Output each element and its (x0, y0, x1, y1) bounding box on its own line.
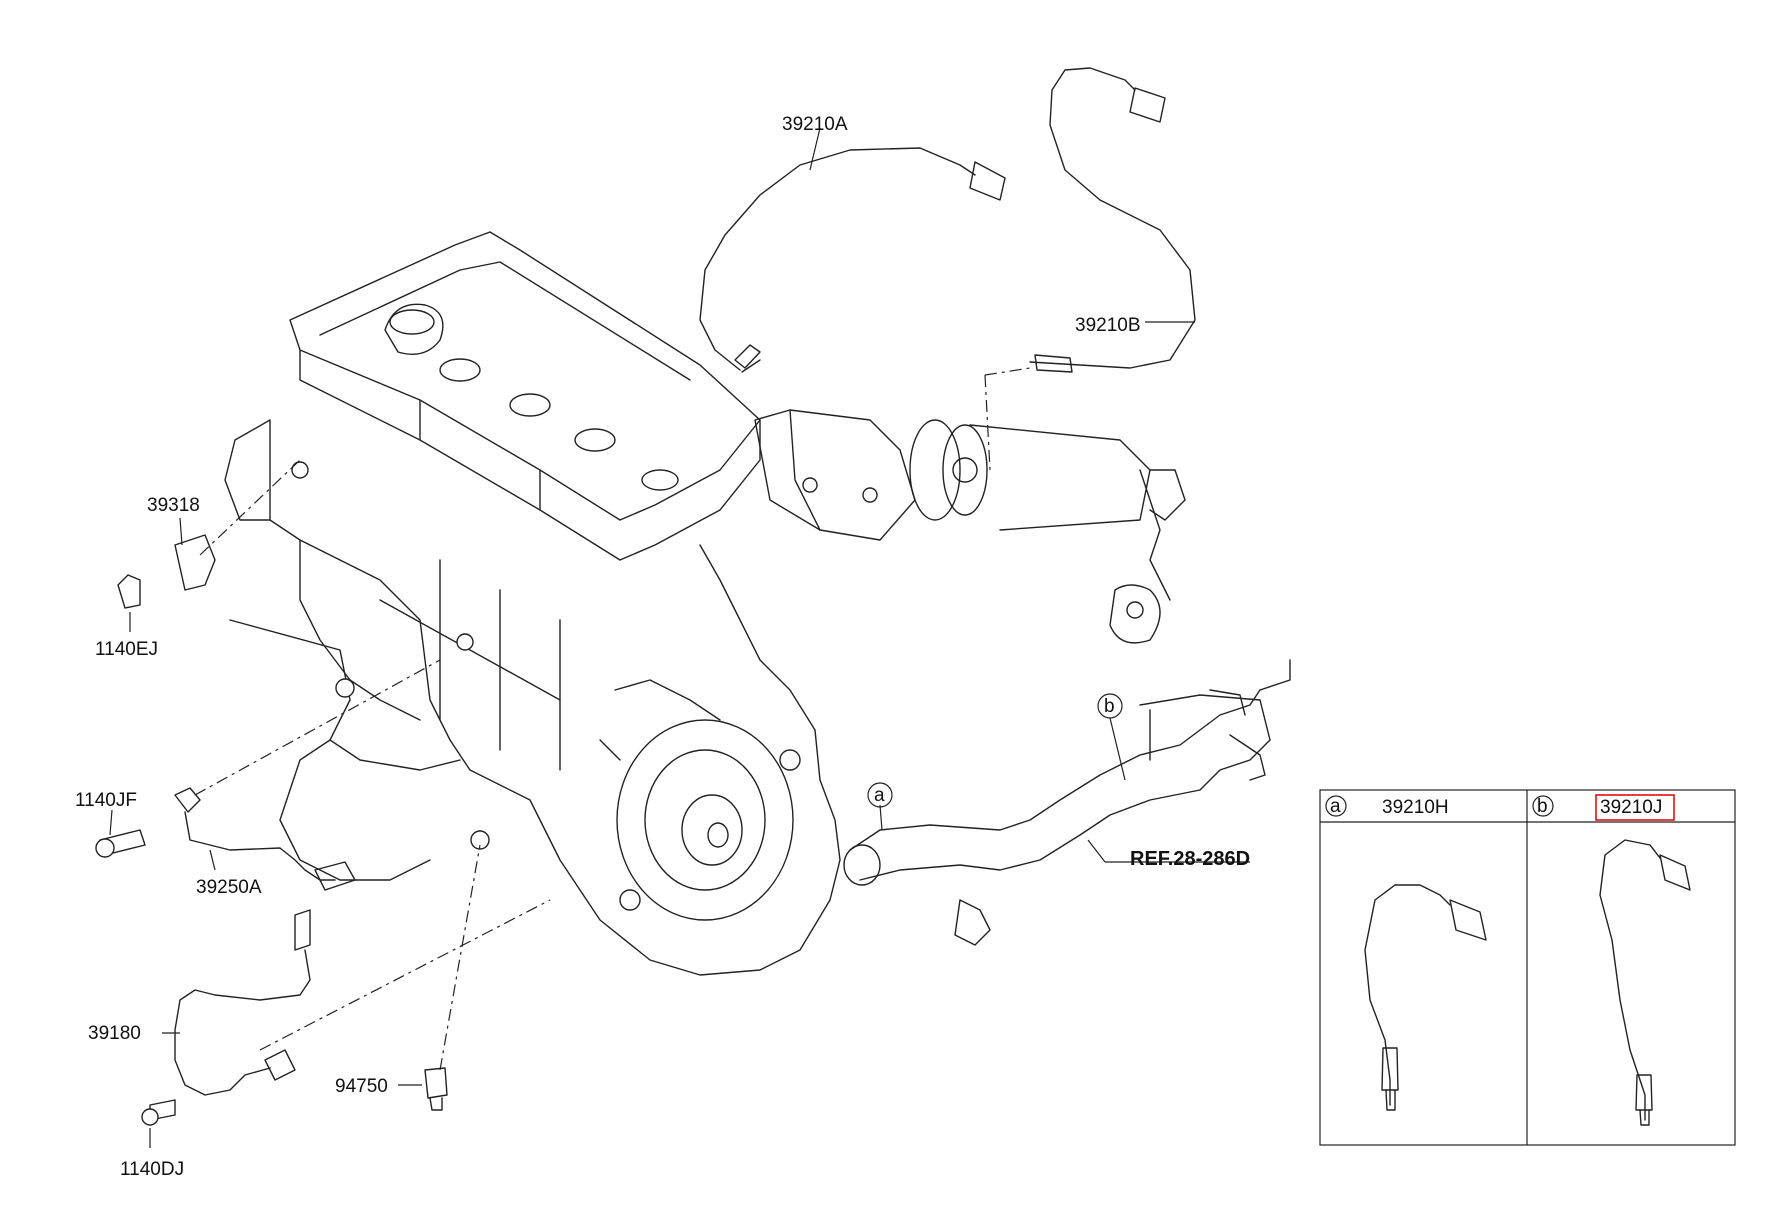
inset-marker-a: a (1330, 796, 1341, 817)
label-1140ej: 1140EJ (95, 639, 158, 660)
label-1140jf: 1140JF (75, 790, 137, 811)
inset-part-39210j: 39210J (1600, 797, 1662, 818)
crank-sensor-39180 (141, 909, 311, 1126)
ref-label: REF.28-286D (1130, 848, 1250, 870)
callout-a: a (874, 785, 885, 806)
label-39210b: 39210B (1075, 315, 1141, 336)
callout-b-circle (1097, 693, 1123, 719)
knock-sensor-39250a (95, 787, 356, 891)
callout-a-circle (867, 782, 893, 808)
engine-assembly (224, 231, 1186, 976)
label-39250a: 39250A (196, 877, 262, 898)
exhaust-pipe (843, 659, 1291, 946)
label-39210a: 39210A (782, 114, 848, 135)
highlight-box (1595, 794, 1675, 821)
label-39180: 39180 (88, 1023, 141, 1044)
cam-sensor-39318 (117, 534, 216, 609)
o2-sensor-39210b (1029, 67, 1196, 373)
inset-table: a 39210H b 39210J (1319, 789, 1736, 1146)
oil-pressure-switch-94750 (424, 1067, 448, 1111)
reference-dashes (194, 367, 1031, 1071)
label-39318: 39318 (147, 495, 200, 516)
o2-sensor-39210a (699, 147, 1006, 373)
callout-b: b (1104, 696, 1115, 717)
label-1140dj: 1140DJ (120, 1159, 184, 1180)
inset-part-39210h: 39210H (1382, 797, 1449, 818)
label-94750: 94750 (335, 1076, 388, 1097)
label-leaders (109, 127, 1250, 1148)
inset-marker-b: b (1537, 796, 1548, 817)
